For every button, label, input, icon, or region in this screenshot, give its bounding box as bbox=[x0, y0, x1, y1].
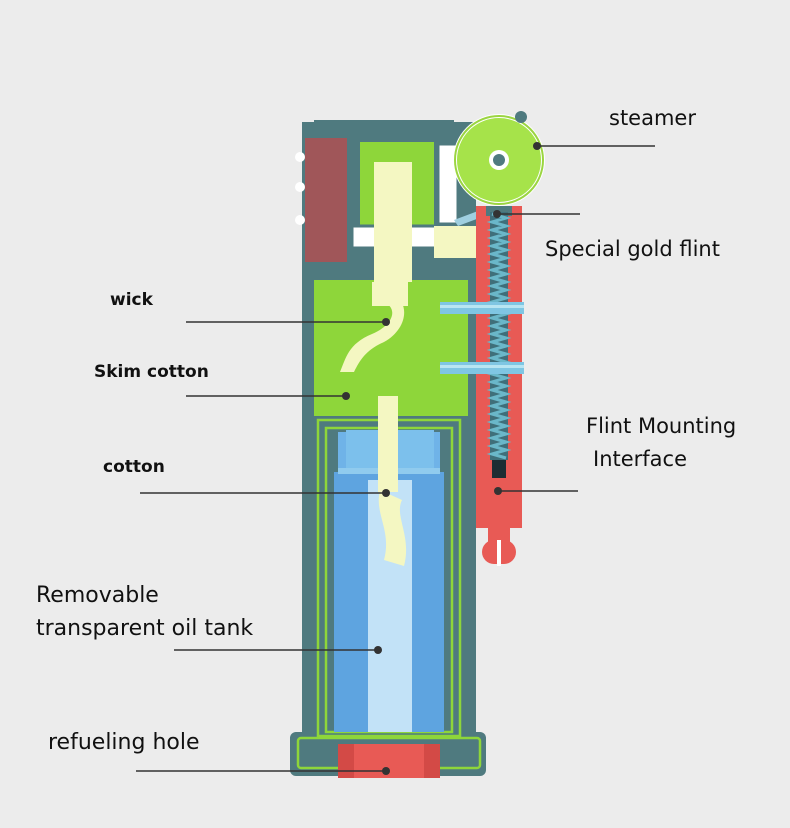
flint-spring bbox=[486, 212, 512, 478]
label-wick: wick bbox=[110, 290, 153, 310]
wick bbox=[340, 162, 412, 566]
mounting-pins bbox=[440, 302, 524, 374]
label-skim-cotton: Skim cotton bbox=[94, 362, 209, 382]
leader-lines bbox=[136, 145, 655, 772]
steamer-wheel bbox=[453, 111, 545, 206]
label-flint-mounting: Flint Mounting bbox=[586, 414, 737, 438]
label-cotton: cotton bbox=[103, 457, 165, 477]
label-transparent-oil-tank: transparent oil tank bbox=[36, 616, 254, 641]
label-refueling-hole: refueling hole bbox=[48, 730, 200, 755]
label-interface: Interface bbox=[593, 447, 688, 471]
leader-dots bbox=[342, 142, 541, 775]
label-steamer: steamer bbox=[609, 106, 696, 130]
side-pad bbox=[295, 138, 347, 262]
label-special-gold-flint: Special gold flint bbox=[545, 237, 720, 261]
label-removable: Removable bbox=[36, 583, 159, 608]
